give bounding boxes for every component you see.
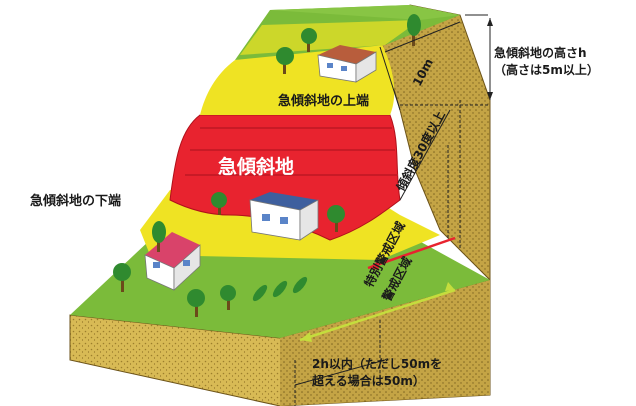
distance-bottom-line1: 2h以内（ただし50mを [312,357,443,371]
slope-angle-line [399,109,451,201]
distance-top-dimension [379,21,461,111]
upper-trees [276,14,421,74]
middle-house [249,192,319,241]
height-note-label: （高さは5m以上） [494,63,599,77]
upper-edge-label: 急傾斜地の上端 [278,94,370,109]
zone-arrows [299,236,456,342]
lower-trees [113,192,345,317]
lower-house [144,232,201,291]
distance-bottom-line2: 超える場合は50m） [312,374,425,388]
bottom-distance-dimension [294,320,386,406]
height-title-label: 急傾斜地の高さh [494,46,587,60]
lower-edge-label: 急傾斜地の下端 [30,194,122,209]
upper-house [317,45,377,83]
height-dimension [400,14,493,250]
steep-slope-label: 急傾斜地 [218,156,295,178]
